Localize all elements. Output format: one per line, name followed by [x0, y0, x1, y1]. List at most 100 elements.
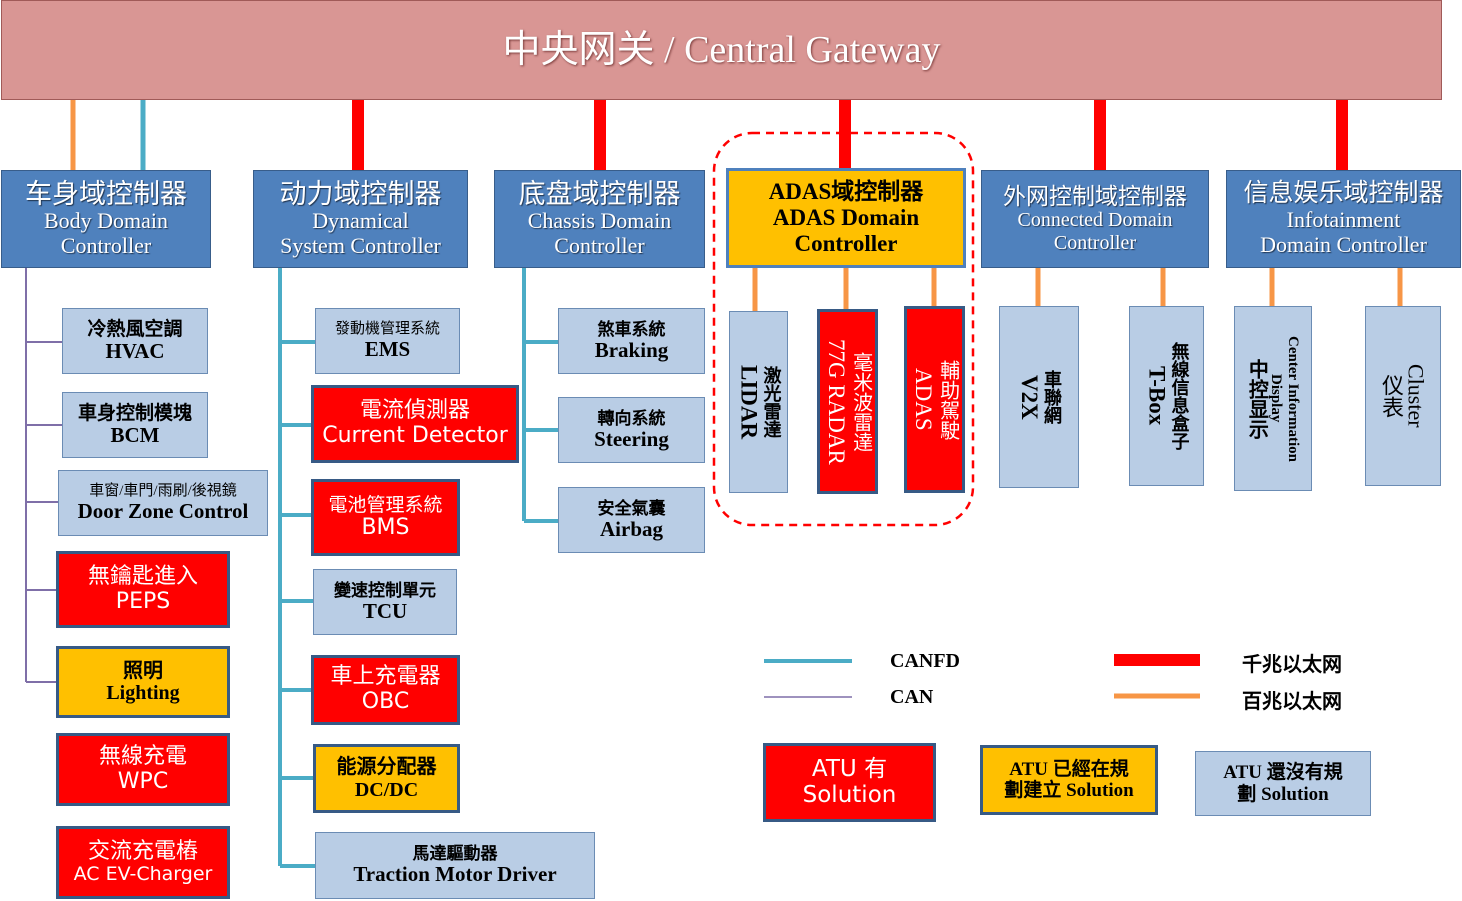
infotainment-domain-zh: 信息娱乐域控制器: [1243, 180, 1444, 208]
current-zh: 電流偵測器: [359, 398, 470, 424]
info-item-cluster: Cluster 仪表: [1365, 306, 1441, 486]
adas-domain-controller: ADAS域控制器 ADAS Domain Controller: [726, 168, 966, 268]
dcdc-en: DC/DC: [354, 778, 419, 801]
body-domain-en2: Controller: [60, 233, 152, 259]
tcu-zh: 變速控制單元: [334, 580, 436, 600]
body-item-hvac: 冷熱風空調 HVAC: [62, 308, 208, 374]
peps-en: PEPS: [115, 588, 171, 614]
dyn-item-ems: 發動機管理系統 EMS: [315, 308, 460, 374]
assist-en: ADAS: [911, 368, 937, 431]
adas-domain-zh: ADAS域控制器: [768, 179, 924, 205]
bcm-zh: 車身控制模塊: [77, 402, 192, 424]
legend-can-label: CAN: [890, 686, 934, 708]
atu-has-l1: ATU 有: [811, 755, 888, 782]
connected-domain-zh: 外网控制域控制器: [1003, 183, 1187, 209]
adas-fast-links: [752, 268, 937, 311]
dyn-item-current-detector: 電流偵測器 Current Detector: [311, 385, 519, 463]
legend-canfd-label: CANFD: [890, 650, 960, 672]
v2x-zh: 車聯網: [1041, 370, 1062, 424]
door-en: Door Zone Control: [77, 498, 249, 523]
lidar-zh: 激光雷達: [761, 366, 782, 438]
body-domain-en1: Body Domain: [43, 208, 169, 234]
body-item-wpc: 無線充電 WPC: [56, 733, 230, 806]
bms-zh: 電池管理系統: [328, 493, 443, 516]
lidar-en: LIDAR: [736, 364, 762, 440]
tbox-zh: 無線信息盒子: [1169, 342, 1190, 450]
chassis-item-braking: 煞車系統 Braking: [558, 308, 705, 374]
connected-item-tbox: 無線信息盒子 T-Box: [1129, 306, 1204, 486]
chassis-item-airbag: 安全氣囊 Airbag: [558, 487, 705, 553]
body-item-lighting: 照明 Lighting: [56, 646, 230, 718]
assist-zh: 輔助駕駛: [936, 359, 959, 440]
charger-zh: 交流充電樁: [87, 838, 198, 864]
hvac-zh: 冷熱風空調: [87, 318, 183, 340]
adas-item-lidar: 激光雷達 LIDAR: [729, 311, 788, 493]
adas-item-radar: 毫米波雷達 77G RADAR: [817, 309, 878, 494]
atu-none-l1: ATU 還沒有規: [1223, 762, 1343, 784]
v2x-en: V2X: [1016, 374, 1042, 420]
legend-atu-none: ATU 還沒有規 劃 Solution: [1195, 751, 1371, 816]
steering-en: Steering: [594, 426, 669, 451]
legend-gigabit-label: 千兆以太网: [1242, 654, 1342, 676]
hvac-en: HVAC: [105, 338, 165, 363]
gateway-title: 中央网关 / Central Gateway: [502, 28, 941, 71]
peps-zh: 無鑰匙進入: [87, 563, 198, 589]
chassis-item-steering: 轉向系統 Steering: [558, 397, 705, 463]
body-item-peps: 無鑰匙進入 PEPS: [56, 551, 230, 628]
motor-en: Traction Motor Driver: [353, 862, 557, 887]
current-en: Current Detector: [322, 423, 508, 448]
chassis-domain-controller: 底盘域控制器 Chassis Domain Controller: [494, 170, 705, 268]
body-item-door: 車窗/車門/雨刷/後視鏡 Door Zone Control: [58, 470, 268, 536]
wpc-zh: 無線充電: [98, 743, 187, 769]
braking-zh: 煞車系統: [597, 319, 666, 339]
tbox-en: T-Box: [1144, 366, 1170, 426]
wpc-en: WPC: [117, 768, 169, 794]
bms-en: BMS: [361, 514, 410, 540]
adas-item-assist: 輔助駕駛 ADAS: [904, 306, 965, 493]
info-fast-links: [1269, 268, 1403, 306]
dynamical-domain-zh: 动力域控制器: [279, 179, 442, 210]
legend-atu-has-solution: ATU 有 Solution: [763, 743, 936, 822]
connected-item-v2x: 車聯網 V2X: [999, 306, 1079, 488]
body-item-charger: 交流充電樁 AC EV-Charger: [56, 826, 230, 899]
body-item-bcm: 車身控制模塊 BCM: [62, 392, 208, 458]
obc-zh: 車上充電器: [330, 664, 441, 690]
motor-zh: 馬達驅動器: [412, 844, 498, 864]
cluster-zh: 仪表: [1379, 374, 1404, 418]
chassis-domain-en1: Chassis Domain: [527, 208, 672, 234]
cluster-en: Cluster: [1403, 364, 1429, 428]
info-item-center-display: Center Information Display 中控显示: [1234, 306, 1312, 491]
tcu-en: TCU: [362, 598, 408, 623]
body-domain-zh: 车身域控制器: [25, 179, 187, 210]
body-domain-controller: 车身域控制器 Body Domain Controller: [1, 170, 211, 268]
lighting-zh: 照明: [123, 659, 163, 682]
legend-atu-planning: ATU 已經在規 劃建立 Solution: [980, 745, 1158, 815]
atu-planning-l1: ATU 已經在規: [1009, 758, 1129, 780]
radar-zh: 毫米波雷達: [849, 351, 872, 452]
dyn-item-obc: 車上充電器 OBC: [311, 655, 460, 725]
connected-domain-en2: Controller: [1053, 231, 1137, 254]
dyn-canfd-bus: [278, 268, 315, 868]
infotainment-domain-controller: 信息娱乐域控制器 Infotainment Domain Controller: [1226, 170, 1461, 268]
dyn-item-tcu: 變速控制單元 TCU: [313, 569, 457, 635]
cid-zh: 中控显示: [1245, 358, 1268, 439]
dynamical-domain-controller: 动力域控制器 Dynamical System Controller: [253, 170, 468, 268]
central-gateway: 中央网关 / Central Gateway: [1, 0, 1442, 100]
dyn-item-dcdc: 能源分配器 DC/DC: [313, 744, 460, 813]
lighting-en: Lighting: [106, 682, 180, 704]
adas-domain-en2: Controller: [794, 230, 898, 256]
dcdc-zh: 能源分配器: [336, 756, 437, 779]
connected-domain-en1: Connected Domain: [1017, 209, 1173, 232]
ems-en: EMS: [364, 336, 411, 361]
adas-domain-en1: ADAS Domain: [772, 205, 920, 231]
door-zh: 車窗/車門/雨刷/後視鏡: [89, 482, 237, 499]
atu-none-l2: 劃 Solution: [1237, 783, 1329, 805]
steering-zh: 轉向系統: [597, 408, 666, 428]
connected-domain-controller: 外网控制域控制器 Connected Domain Controller: [981, 170, 1209, 268]
legend-fast-label: 百兆以太网: [1242, 691, 1342, 713]
dyn-item-bms: 電池管理系統 BMS: [311, 479, 460, 556]
cid-en1: Center Information: [1285, 335, 1301, 462]
atu-has-l2: Solution: [802, 781, 897, 808]
airbag-en: Airbag: [600, 516, 663, 541]
